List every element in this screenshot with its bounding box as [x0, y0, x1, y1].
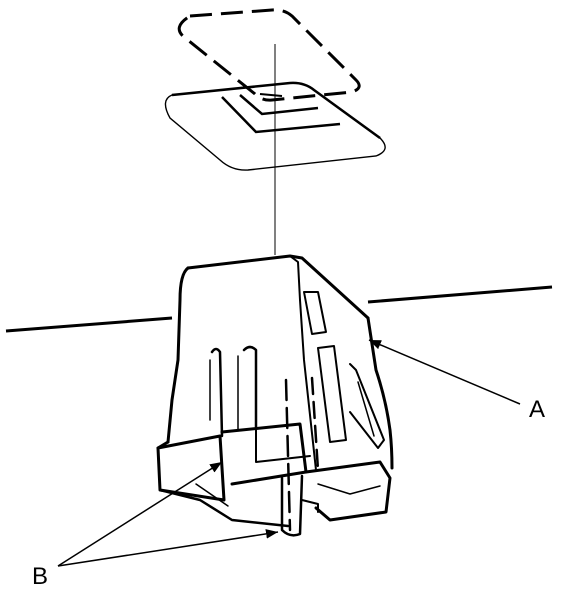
leader-line-b-upper: [57, 461, 223, 567]
panel-hole-outline: [164, 81, 386, 171]
leader-line-a: [368, 339, 521, 405]
mounting-hole-outline-dashed: [177, 8, 361, 102]
callout-label-b: B: [32, 563, 49, 590]
panel-edge-line: [5, 285, 553, 333]
leader-line-b-lower: [57, 529, 279, 567]
clip-body: [156, 254, 394, 537]
callout-label-a: A: [529, 396, 546, 423]
